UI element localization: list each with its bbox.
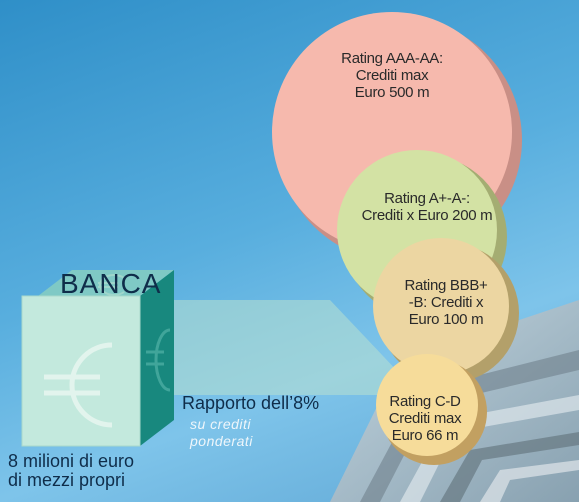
capital-ratio-label: Rapporto dell’8% — [182, 393, 320, 413]
rating-label-bbb: Rating BBB+ -B: Crediti x Euro 100 m — [391, 277, 501, 328]
rating-aaa-line: Rating AAA-AA: — [341, 50, 443, 67]
bank-cube — [21, 270, 174, 447]
rating-cd-line: Crediti max — [388, 410, 462, 427]
rating-bbb-line: Rating BBB+ — [404, 277, 488, 294]
rating-bubble-cd — [376, 354, 487, 465]
capital-label: 8 milioni di euro di mezzi propri — [8, 452, 178, 490]
rating-cd-line: Euro 66 m — [391, 427, 459, 444]
ratio-sub-line: ponderati — [190, 433, 253, 449]
rating-label-aaa: Rating AAA-AA: Crediti max Euro 500 m — [317, 50, 467, 101]
capital-line: di mezzi propri — [8, 470, 126, 490]
ratio-sub-line: su crediti — [190, 416, 252, 432]
capital-ratio-subtitle: su crediti ponderati — [190, 416, 290, 450]
rating-label-cd: Rating C-D Crediti max Euro 66 m — [380, 393, 470, 444]
rating-a-line: Crediti x Euro 200 m — [361, 207, 493, 224]
rating-bbb-line: Euro 100 m — [408, 311, 484, 328]
euro-icon — [44, 342, 113, 428]
bank-title: BANCA — [60, 268, 162, 299]
rating-aaa-line: Euro 500 m — [354, 84, 430, 101]
ratio-connector — [174, 300, 420, 395]
rating-bbb-line: -B: Crediti x — [408, 294, 484, 311]
rating-cd-line: Rating C-D — [389, 393, 461, 410]
capital-line: 8 milioni di euro — [8, 451, 135, 471]
rating-bubble-bbb — [373, 238, 519, 383]
rating-label-a: Rating A+-A-: Crediti x Euro 200 m — [352, 190, 502, 224]
euro-side-icon — [146, 328, 171, 392]
rating-a-line: Rating A+-A-: — [384, 190, 470, 207]
rating-aaa-line: Crediti max — [355, 67, 429, 84]
euro-top-icon — [98, 274, 125, 296]
